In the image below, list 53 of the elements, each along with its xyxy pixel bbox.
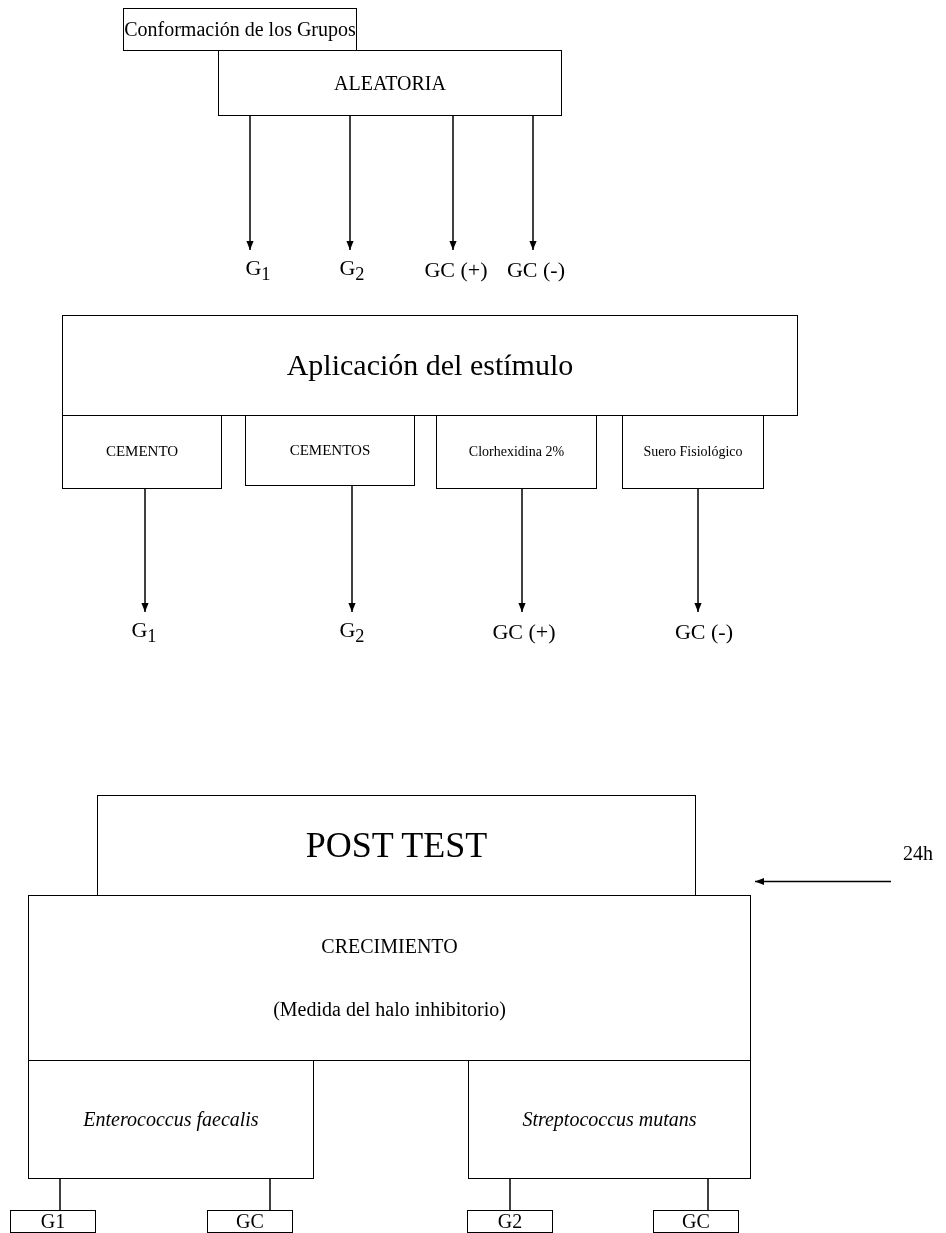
arrow [518,488,526,613]
box-label: (Medida del halo inhibitorio) [273,997,506,1021]
box-label: CRECIMIENTO [321,935,458,959]
group-label: G$_{1}$ [131,616,157,648]
process-box [97,795,696,896]
process-box [28,895,751,1061]
arrow [754,877,892,886]
box-label: Streptococcus mutans [522,1108,697,1131]
arrow [529,115,537,251]
connector-line [707,1178,709,1211]
group-label: G$_{1}$ [245,254,271,286]
process-box [436,415,597,489]
process-box [28,1060,314,1179]
process-box [218,50,562,116]
box-label: G1 [40,1210,66,1233]
group-label: G$_{2}$ [339,616,365,648]
process-box [468,1060,751,1179]
box-label: Enterococcus faecalis [83,1108,259,1131]
group-label: GC (+) [424,257,488,283]
box-label: GC [236,1210,264,1233]
box-label: G2 [497,1210,523,1233]
group-label: GC (+) [492,619,556,645]
process-box [207,1210,293,1233]
box-label: CEMENTOS [289,441,371,460]
connector-line [269,1178,271,1211]
process-box [123,8,357,51]
arrow [346,115,354,251]
process-box [653,1210,739,1233]
connector-line [509,1178,511,1211]
group-label: G$_{2}$ [339,254,365,286]
process-box [622,415,764,489]
process-box [62,415,222,489]
box-label: CEMENTO [105,443,179,461]
connector-line [59,1178,61,1211]
group-label: 24h [903,841,933,865]
box-label: GC [682,1210,710,1233]
box-label: ALEATORIA [334,71,446,95]
process-box [62,315,798,416]
box-label: Clorhexidina 2% [468,443,565,461]
box-label: POST TEST [305,824,488,867]
box-label: Suero Fisiológico [643,443,743,461]
arrow [449,115,457,251]
arrow [141,488,149,613]
arrow [348,485,356,613]
process-box [10,1210,96,1233]
box-label: Aplicación del estímulo [286,348,574,383]
arrow [694,488,702,613]
process-box [467,1210,553,1233]
box-label: Conformación de los Grupos [124,18,356,41]
process-box [245,415,415,486]
arrow [246,115,254,251]
group-label: GC (-) [506,257,565,283]
group-label: GC (-) [674,619,733,645]
